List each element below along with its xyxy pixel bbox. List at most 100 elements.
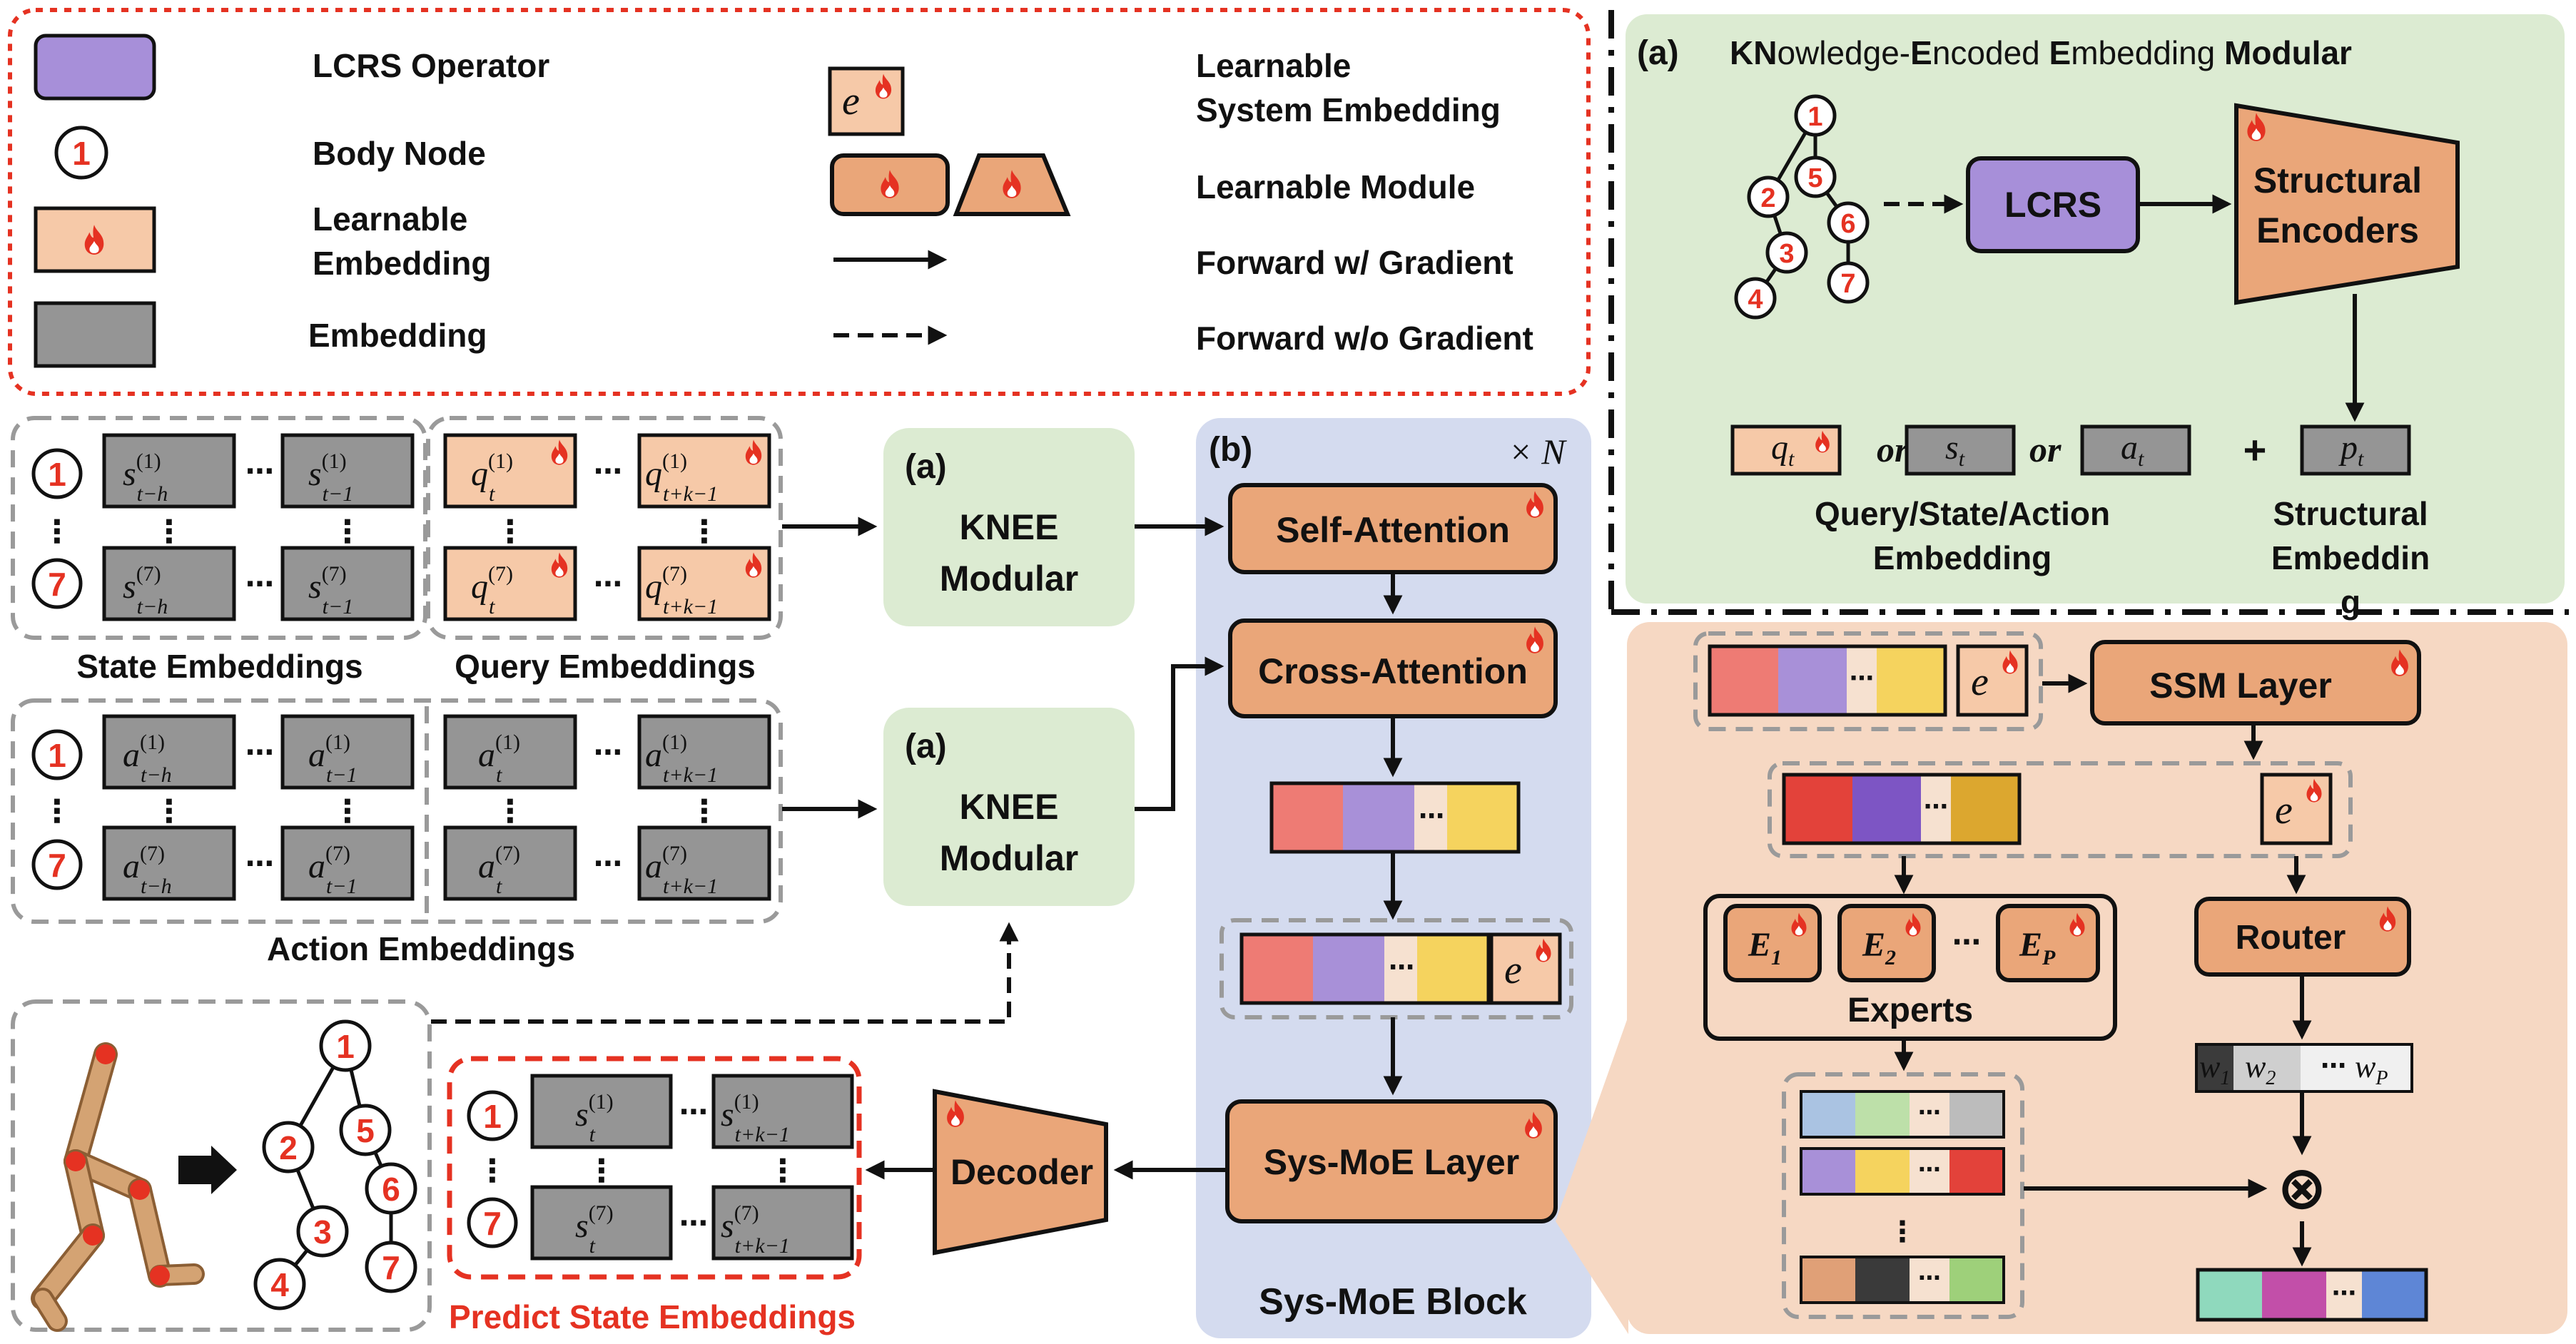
svg-text:⋯: ⋯ (245, 848, 274, 880)
token-strip: ⋯ (1269, 781, 1521, 854)
decoder-block (933, 1089, 1108, 1256)
svg-text:5: 5 (1807, 163, 1822, 193)
action-embedding-cell (637, 825, 771, 901)
svg-text:⋮: ⋮ (495, 794, 526, 829)
lcrs-operator-swatch (34, 34, 156, 101)
expert-output-row: ⋯ (1800, 1147, 2005, 1196)
action-embedding-box (2080, 424, 2191, 476)
svg-text:P: P (2042, 946, 2056, 969)
cross-attention-label: Cross-Attention (1258, 651, 1528, 691)
knee-tree: 1 2 3 4 5 6 7 (1734, 94, 1870, 320)
experts-label: Experts (1847, 992, 1973, 1029)
svg-text:⋯: ⋯ (245, 737, 274, 768)
svg-text:E: E (2019, 926, 2042, 964)
state-embeddings-group: 1 ⋮ 7 s(1)t−h ⋯ s(1)t−1 ⋮ ⋮ s(7)t−h ⋯ s(… (11, 416, 427, 685)
self-attention-label: Self-Attention (1276, 510, 1510, 550)
row-node-7: 7 (467, 1197, 518, 1248)
tree-node: 5 (339, 1104, 392, 1156)
svg-text:⋯: ⋯ (1850, 665, 1874, 692)
tree-node: 4 (253, 1258, 306, 1310)
svg-text:⋮: ⋮ (41, 794, 73, 829)
svg-text:⋯: ⋯ (1924, 793, 1948, 820)
tree-node: 7 (365, 1241, 417, 1293)
tree-node: 3 (1765, 231, 1808, 274)
svg-text:⋯: ⋯ (2321, 1051, 2346, 1080)
row-node-7: 7 (31, 839, 83, 890)
tree-node: 7 (1827, 261, 1870, 304)
svg-text:E: E (1862, 926, 1885, 964)
structural-encoders (2234, 103, 2460, 305)
predict-state-embeddings-group: 1 ⋮ 7 s(1)t ⋯ s(1)t+k−1 ⋮ ⋮ s(7)t ⋯ s(7)… (447, 1056, 862, 1335)
state-embedding-cell (280, 546, 415, 621)
ssm-output-token-strip: ⋯ e (1782, 773, 2333, 845)
svg-text:⋮: ⋮ (1888, 1216, 1917, 1248)
svg-text:⋮: ⋮ (153, 514, 185, 549)
legend-learnable-system-embedding-line1: Learnable (1196, 47, 1351, 84)
sysmoe-layer-label: Sys-MoE Layer (1264, 1142, 1519, 1182)
svg-text:1: 1 (1807, 102, 1822, 132)
svg-text:5: 5 (356, 1112, 375, 1149)
token-strip-with-e: ⋯ e (1239, 932, 1562, 1005)
svg-text:⋮: ⋮ (689, 514, 720, 549)
svg-text:⋮: ⋮ (332, 794, 363, 829)
query-embeddings-box (426, 416, 783, 640)
action-embedding-cell (102, 825, 236, 901)
knee-modular-bottom: (a) KNEE Modular (883, 708, 1135, 906)
sysmoe-block: (b) × N Self-Attention Cross-Attention ⋯ (1135, 418, 1591, 1338)
legend-forward-with-gradient: Forward w/ Gradient (1196, 244, 1513, 281)
lcrs-label: LCRS (2004, 185, 2101, 225)
state-embedding-box (1905, 424, 2016, 476)
or-text: or (1877, 429, 1909, 469)
router-label: Router (2236, 919, 2346, 957)
svg-text:⋯: ⋯ (1918, 1265, 1941, 1290)
svg-text:1: 1 (48, 737, 66, 774)
router-weights: w1 w2 ⋯ wP (2195, 1043, 2413, 1093)
svg-text:1: 1 (1771, 946, 1782, 969)
query-embedding-cell (637, 546, 771, 621)
sysmoe-panel-label: (b) (1209, 431, 1252, 469)
svg-text:7: 7 (48, 847, 66, 884)
state-embedding-cell (280, 433, 415, 509)
state-embeddings-box (11, 416, 427, 640)
legend: LCRS Operator 1 Body Node Learnable Embe… (8, 8, 1591, 396)
action-embedding-cell (280, 714, 415, 790)
svg-text:7: 7 (483, 1205, 502, 1242)
svg-text:⋯: ⋯ (1952, 927, 1981, 958)
legend-border (8, 8, 1591, 396)
svg-text:KNEE: KNEE (960, 507, 1059, 547)
action-embedding-cell (102, 714, 236, 790)
row-node-1: 1 (31, 729, 83, 780)
legend-learnable-module: Learnable Module (1196, 168, 1475, 205)
svg-text:⋯: ⋯ (1419, 801, 1444, 830)
row-node-1: 1 (31, 448, 83, 499)
expert-output-row: ⋯ (1800, 1090, 2005, 1139)
svg-text:1: 1 (48, 456, 66, 493)
repeat-n: × N (1508, 432, 1567, 472)
embedding-swatch (34, 301, 156, 368)
ssm-layer-label: SSM Layer (2149, 666, 2332, 706)
tree-node: 1 (319, 1019, 372, 1072)
legend-learnable-embedding-line1: Learnable (313, 200, 467, 238)
svg-text:⋯: ⋯ (594, 456, 622, 487)
action-embedding-cell (280, 825, 415, 901)
query-state-action-caption-line2: Embedding (1873, 539, 2052, 576)
svg-text:⋯: ⋯ (2332, 1280, 2356, 1307)
legend-lcrs-operator: LCRS Operator (313, 47, 549, 84)
state-embedding-cell (102, 433, 236, 509)
state-embeddings-caption: State Embeddings (76, 648, 362, 685)
sysmoe-layer-block (1225, 1099, 1558, 1223)
svg-text:⋯: ⋯ (594, 737, 622, 768)
structural-embedding-caption-line3: g (2341, 584, 2361, 621)
svg-text:3: 3 (1779, 239, 1794, 269)
structural-embedding-caption-line2: Embeddin (2271, 539, 2430, 576)
svg-text:⋮: ⋮ (495, 514, 526, 549)
svg-text:⋮: ⋮ (153, 794, 185, 829)
robot-to-tree-arrow (178, 1146, 237, 1194)
structural-encoders-line1: Structural (2253, 161, 2422, 200)
svg-text:2: 2 (1760, 183, 1775, 213)
svg-text:1: 1 (336, 1028, 355, 1065)
tree-node: 2 (262, 1121, 315, 1174)
knee-to-cross-attention-arrow (1135, 656, 1224, 811)
svg-text:⋯: ⋯ (594, 569, 622, 600)
svg-text:7: 7 (1840, 269, 1855, 299)
